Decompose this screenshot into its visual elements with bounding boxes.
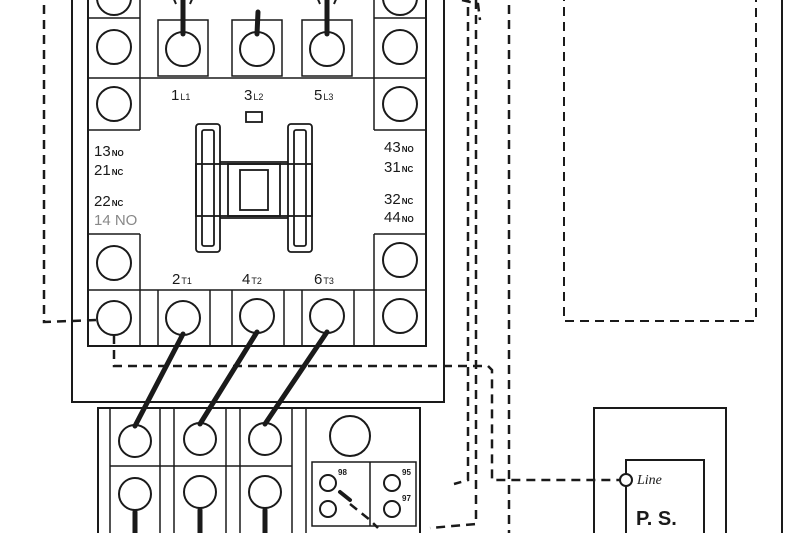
label-l1: 1L1 xyxy=(171,87,190,104)
label-l2: 3L2 xyxy=(244,87,263,104)
armature-indicator xyxy=(245,111,263,123)
wire-right-vertical-1 xyxy=(453,0,470,486)
label-t3: 6T3 xyxy=(314,271,334,288)
contactor-armature xyxy=(195,111,313,253)
terminal-l2 xyxy=(239,31,275,67)
contactor-frame xyxy=(87,0,427,347)
line-terminal xyxy=(619,473,633,487)
terminal-95 xyxy=(383,474,401,492)
control-wiring xyxy=(42,0,622,530)
terminal-t2 xyxy=(239,298,275,334)
supply-wires xyxy=(180,0,330,37)
jumper-t1 xyxy=(132,331,186,429)
power-jumpers xyxy=(132,329,330,429)
contactor-housing xyxy=(71,0,445,403)
terminal-aux-left-2 xyxy=(96,86,132,122)
line-label: Line xyxy=(636,473,662,488)
terminal-t1 xyxy=(165,300,201,336)
terminal-97 xyxy=(383,500,401,518)
wire-a-to-ps xyxy=(112,335,622,482)
terminal-aux-top-right xyxy=(382,0,418,16)
power-supply-label: P. S. xyxy=(636,508,677,530)
power-supply-outer xyxy=(593,407,727,533)
overload-terminals xyxy=(118,415,401,518)
overload-reset xyxy=(329,415,371,457)
terminal-ol-2-bottom xyxy=(183,475,217,509)
label-aux-32-nc: 32NC xyxy=(384,191,413,208)
terminal-ol-1-top xyxy=(118,424,152,458)
label-aux-22-nc: 22NC xyxy=(94,193,123,210)
terminal-aux-left-1 xyxy=(96,29,132,65)
terminal-t3 xyxy=(309,298,345,334)
label-l3: 5L3 xyxy=(314,87,333,104)
wire-98-out xyxy=(349,503,379,529)
label-aux-31-nc: 31NC xyxy=(384,159,413,176)
label-aux-43-no: 43NO xyxy=(384,139,414,156)
contactor-labels: 1L1 3L2 5L3 2T1 4T2 6T3 13NO 21NC 22NC 1… xyxy=(94,87,414,288)
overload-relay xyxy=(97,407,421,533)
terminal-a-left xyxy=(96,300,132,336)
terminal-ol-1-bottom xyxy=(118,477,152,511)
label-95: 95 xyxy=(402,468,411,477)
label-aux-44-no: 44NO xyxy=(384,209,414,226)
jumper-t2 xyxy=(197,329,260,427)
terminal-aux-right-3 xyxy=(382,242,418,278)
terminal-ol-3-top xyxy=(248,422,282,456)
overload-aux-link xyxy=(338,490,352,502)
label-aux-21-nc: 21NC xyxy=(94,162,123,179)
terminal-98-b xyxy=(319,500,337,518)
terminal-98-a xyxy=(319,474,337,492)
label-98: 98 xyxy=(338,468,347,477)
label-aux-13-no: 13NO xyxy=(94,143,124,160)
power-supply-inner xyxy=(625,459,705,533)
terminal-aux-right-1 xyxy=(382,29,418,65)
terminal-ol-3-bottom xyxy=(248,475,282,509)
contactor-terminals xyxy=(96,0,418,336)
label-t2: 4T2 xyxy=(242,271,262,288)
power-supply xyxy=(593,407,727,533)
label-t1: 2T1 xyxy=(172,271,192,288)
terminal-aux-right-2 xyxy=(382,86,418,122)
terminal-aux-left-3 xyxy=(96,245,132,281)
component-placeholder xyxy=(563,0,757,322)
terminal-l3 xyxy=(309,31,345,67)
overload-housing xyxy=(97,407,421,533)
overload-labels: 98 95 97 xyxy=(338,468,411,503)
label-97: 97 xyxy=(402,494,411,503)
panel-boundaries xyxy=(507,0,783,533)
terminal-a-right xyxy=(382,298,418,334)
jumper-t3 xyxy=(262,329,330,427)
terminal-l1 xyxy=(165,31,201,67)
terminal-ol-2-top xyxy=(183,422,217,456)
terminal-aux-top-left xyxy=(96,0,132,16)
wire-top-right-hook xyxy=(461,0,482,21)
output-wires xyxy=(132,507,268,533)
wire-left-loop xyxy=(42,0,98,324)
label-aux-14-no: 14 NO xyxy=(94,212,137,229)
